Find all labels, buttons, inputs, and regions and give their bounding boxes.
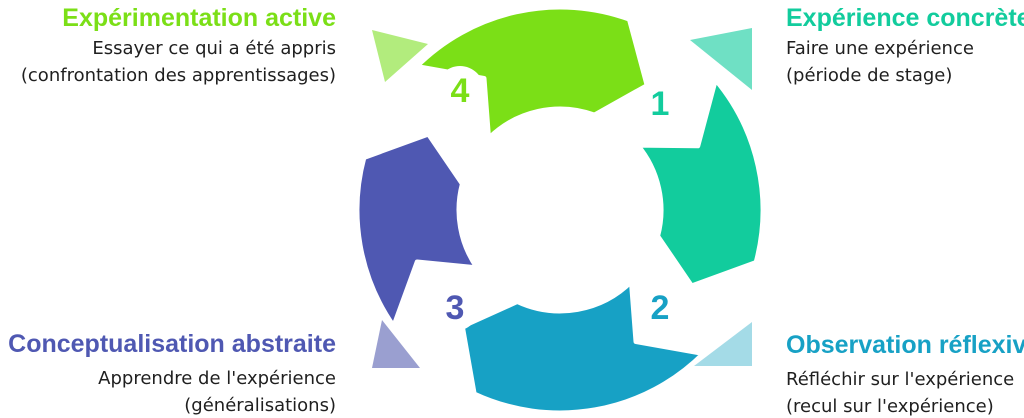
cycle-segment-1 [634,77,766,289]
stage-2-corner-triangle [694,322,752,366]
corner-triangles [372,28,752,368]
stage-2-badge [636,283,684,331]
cycle-segment-2 [459,278,706,416]
stage-3-title: Conceptualisation abstraite [8,330,336,358]
cycle-segment-3 [354,131,480,329]
stage-1-number: 1 [651,85,670,123]
stage-1-title: Expérience concrète [786,4,1024,32]
stage-4-number: 4 [451,72,470,110]
stage-4-corner-triangle [372,30,428,82]
stage-4-title: Expérimentation active [62,4,336,32]
stage-1-badge [636,79,684,127]
stage-4-badge [436,66,484,114]
stage-3-line-1: Apprendre de l'expérience [98,368,336,389]
stage-3-number: 3 [446,289,465,327]
stage-4-line-2: (confrontation des apprentissages) [20,65,336,86]
stage-2-title: Observation réflexive [786,331,1024,359]
stage-badges: 1 2 3 4 [431,66,684,331]
stage-2-line-1: Réfléchir sur l'expérience [786,369,1015,390]
cycle-ring [354,4,766,416]
stage-3-badge [431,283,479,331]
stage-1-line-2: (période de stage) [786,65,953,86]
cycle-segment-4 [414,4,650,142]
stage-2-number: 2 [651,289,670,327]
stage-4-line-1: Essayer ce qui a été appris [92,38,336,59]
stage-2-line-2: (recul sur l'expérience) [786,396,994,417]
stage-3-line-2: (généralisations) [184,395,336,416]
stage-3-corner-triangle [372,320,420,368]
stage-2-description: Réfléchir sur l'expérience (recul sur l'… [786,366,1014,418]
stage-3-description: Apprendre de l'expérience (généralisatio… [98,365,336,418]
stage-4-description: Essayer ce qui a été appris (confrontati… [21,35,336,89]
stage-1-line-1: Faire une expérience [786,38,974,59]
stage-1-corner-triangle [690,28,752,90]
stage-1-description: Faire une expérience (période de stage) [786,35,974,89]
